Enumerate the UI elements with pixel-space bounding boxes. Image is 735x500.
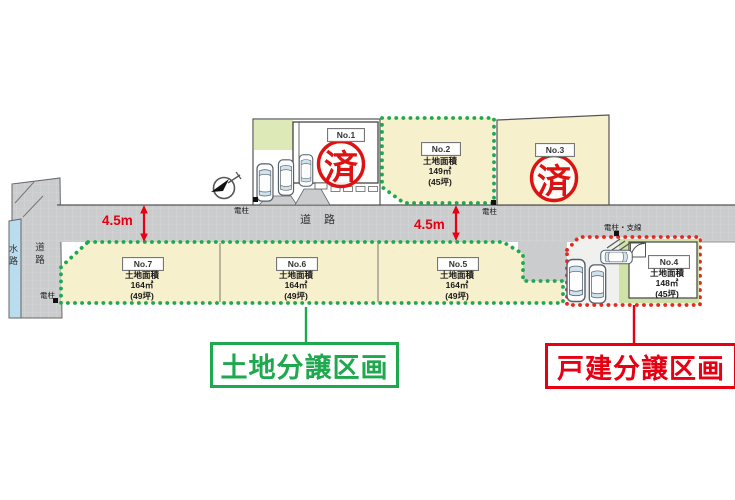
lot-label-no5: No.5	[437, 257, 479, 271]
lot-label-no2: No.2	[421, 142, 461, 156]
lot-area-no6: 土地面積 164㎡ (49坪)	[278, 270, 313, 301]
car-icon	[600, 249, 633, 265]
lot-area-no7: 土地面積 164㎡ (49坪)	[124, 270, 159, 301]
car-icon	[588, 264, 607, 304]
waterway-label: 水路	[8, 244, 18, 268]
width-arrow-right	[452, 205, 460, 241]
waterway-strip	[8, 218, 22, 319]
width-arrow-left	[140, 205, 148, 242]
road-shapes	[8, 177, 735, 319]
lot-area-no2: 土地面積 149㎡ (45坪)	[422, 156, 457, 187]
lot-no3-shape	[496, 114, 610, 206]
lot-label-no7: No.7	[122, 257, 164, 271]
pole-label-1: 電柱	[234, 206, 249, 215]
lot-label-no1: No.1	[327, 128, 365, 142]
road-width-left: 4.5m	[102, 213, 133, 228]
lot-label-no4: No.4	[648, 255, 690, 269]
sold-stamp-no1: 済	[324, 148, 358, 187]
road-width-right: 4.5m	[414, 217, 445, 232]
legend-land-zone: 土地分譲区画	[210, 342, 399, 388]
lawn-no1	[254, 120, 293, 150]
sold-stamp-no3: 済	[537, 162, 571, 201]
road-label-main: 道 路	[300, 214, 341, 226]
lot-label-no3: No.3	[535, 143, 575, 157]
pole-label-4: 電柱	[40, 291, 55, 300]
lot-area-no5: 土地面積 164㎡ (49坪)	[439, 270, 474, 301]
car-icon	[256, 163, 274, 202]
pole-label-3: 電柱・支線	[604, 223, 642, 232]
road-label-side: 道路	[33, 242, 44, 267]
lot-area-no4: 土地面積 148㎡ (45坪)	[649, 268, 684, 299]
legend-house-zone: 戸建分譲区画	[545, 343, 735, 389]
pole-dots	[53, 197, 619, 303]
pole-label-2: 電柱	[482, 207, 497, 216]
car-icon	[277, 159, 295, 196]
road-hatch-marks	[14, 181, 44, 218]
north-arrow-icon	[211, 171, 242, 200]
car-icon	[298, 154, 314, 187]
car-icon	[566, 258, 586, 303]
lot-no2-shape	[380, 116, 496, 205]
red-zone-shape	[565, 235, 702, 307]
lot-label-no6: No.6	[276, 257, 318, 271]
